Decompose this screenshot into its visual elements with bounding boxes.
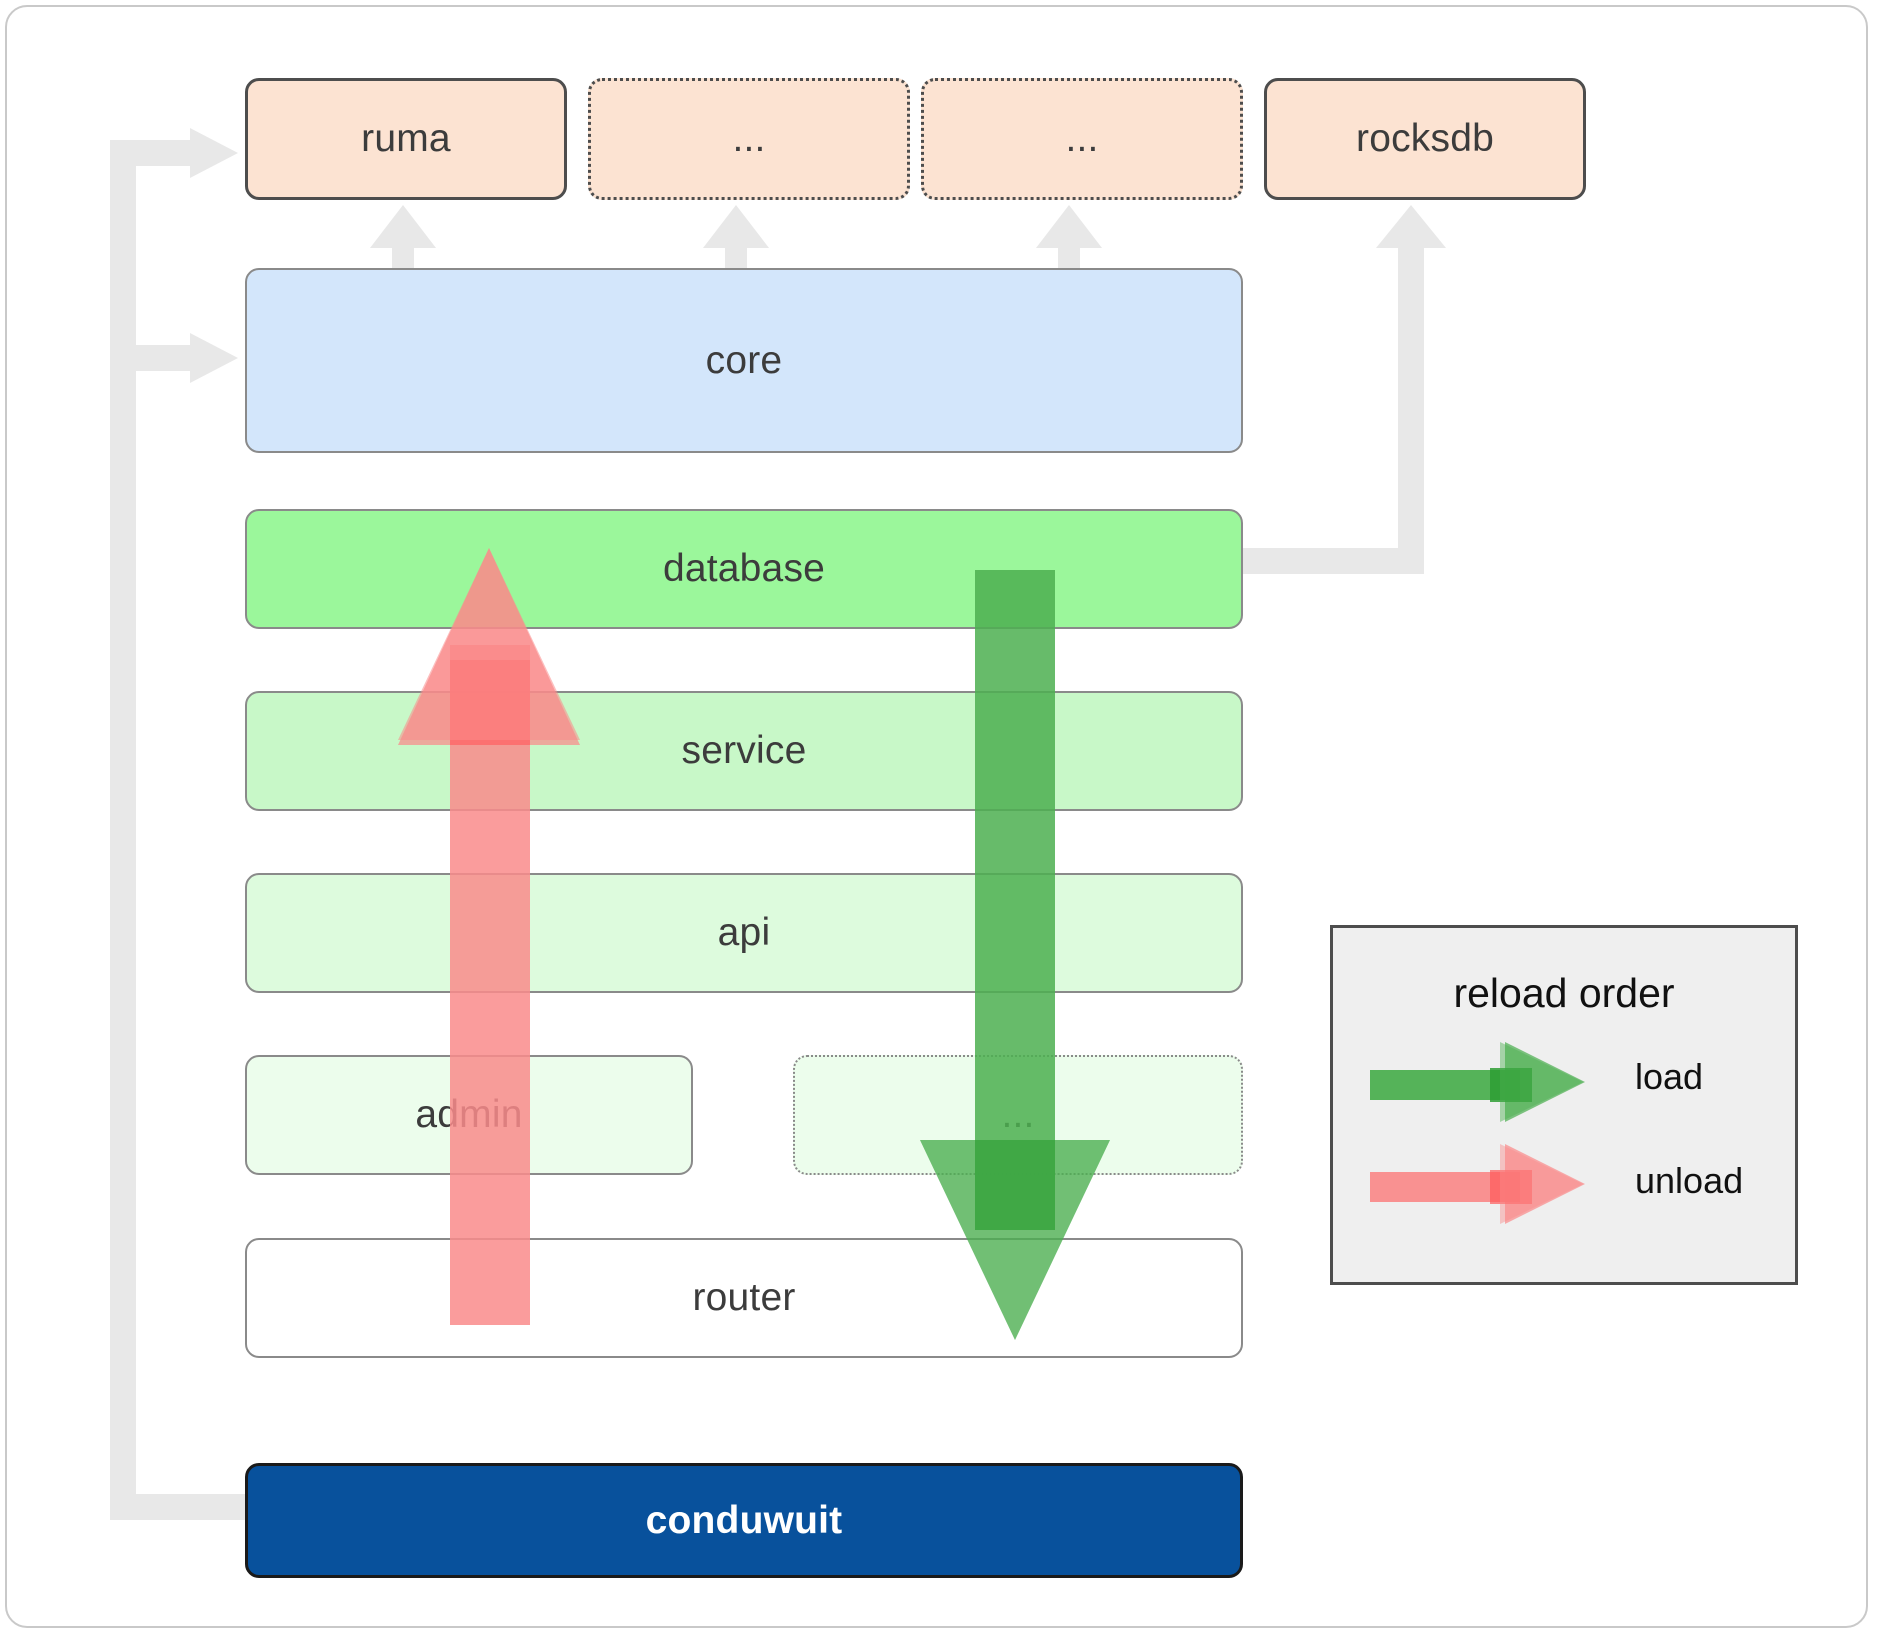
dependency-box-ellipsis-1[interactable]: ... xyxy=(588,78,910,200)
dependency-box-ruma[interactable]: ruma xyxy=(245,78,567,200)
core-box[interactable]: core xyxy=(245,268,1243,453)
layer-box-admin[interactable]: admin xyxy=(245,1055,693,1175)
dependency-label: rocksdb xyxy=(1356,117,1494,160)
dependency-box-ellipsis-2[interactable]: ... xyxy=(921,78,1243,200)
diagram-frame xyxy=(5,5,1868,1628)
legend-label-unload: unload xyxy=(1635,1160,1744,1201)
layer-box-api[interactable]: api xyxy=(245,873,1243,993)
dependency-box-rocksdb[interactable]: rocksdb xyxy=(1264,78,1586,200)
root-label: conduwuit xyxy=(645,1498,843,1542)
layer-box-database[interactable]: database xyxy=(245,509,1243,629)
legend-title: reload order xyxy=(1453,970,1675,1016)
layer-label: router xyxy=(692,1276,796,1319)
legend-panel: reload order load unload xyxy=(1330,925,1798,1285)
layer-label: admin xyxy=(415,1093,523,1136)
layer-label: api xyxy=(717,911,771,954)
layer-box-service[interactable]: service xyxy=(245,691,1243,811)
dependency-label: ... xyxy=(1065,117,1099,160)
layer-label: service xyxy=(681,729,807,772)
layer-box-ellipsis[interactable]: ... xyxy=(793,1055,1243,1175)
core-label: core xyxy=(705,338,783,382)
legend-label-load: load xyxy=(1635,1056,1704,1097)
dependency-label: ruma xyxy=(361,117,451,160)
layer-label: database xyxy=(662,547,826,590)
layer-box-router[interactable]: router xyxy=(245,1238,1243,1358)
dependency-label: ... xyxy=(732,117,766,160)
layer-label: ... xyxy=(1001,1093,1035,1136)
root-box-conduwuit[interactable]: conduwuit xyxy=(245,1463,1243,1578)
